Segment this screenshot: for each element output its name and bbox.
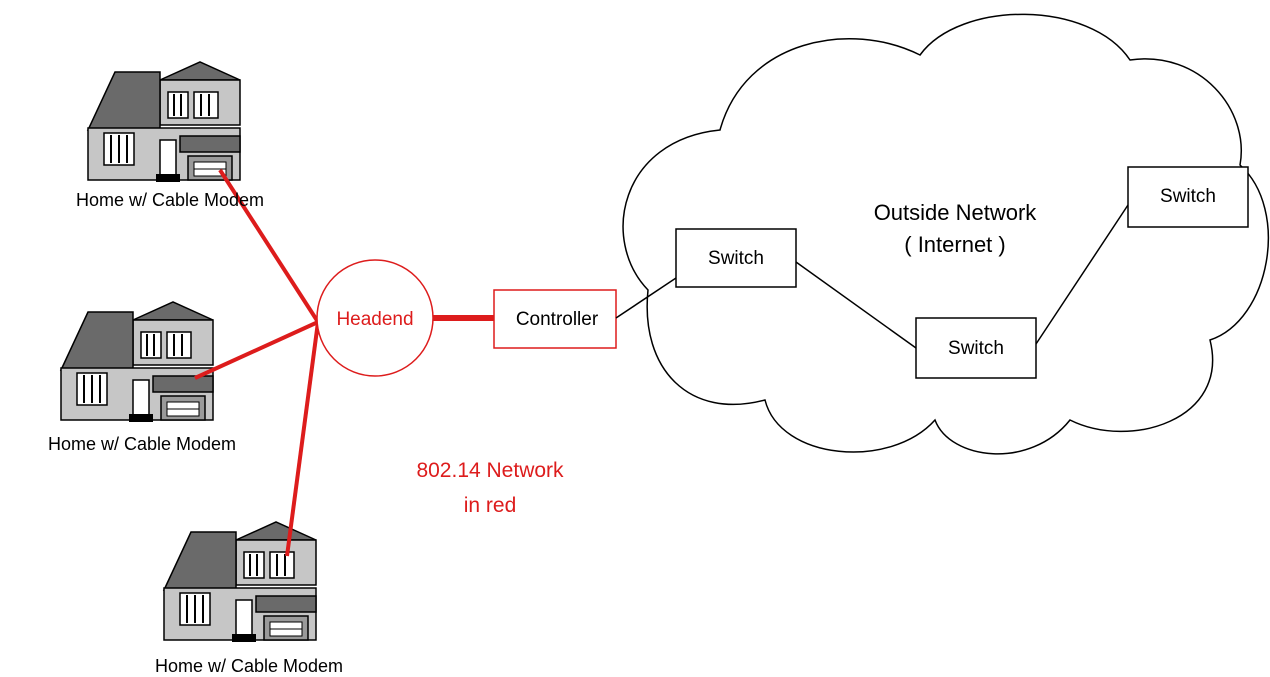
home-3 — [163, 521, 317, 643]
switch-box-2 — [915, 317, 1037, 379]
red-network-links — [194, 168, 494, 557]
home-label-3: Home w/ Cable Modem — [155, 656, 343, 676]
link-home-2 — [194, 320, 319, 380]
home-2 — [60, 301, 214, 423]
cloud-label-line2: ( Internet ) — [904, 232, 1005, 257]
switch-label-2: Switch — [948, 338, 1004, 359]
switch-box-3 — [1127, 166, 1249, 228]
home-1 — [87, 61, 241, 183]
house-icon — [87, 61, 241, 183]
home-label-2: Home w/ Cable Modem — [48, 434, 236, 454]
link-home-3 — [285, 321, 320, 557]
link-switch1-switch2 — [795, 261, 917, 349]
headend-circle — [316, 259, 434, 377]
controller-box — [493, 289, 617, 349]
network-note-line1: 802.14 Network — [416, 459, 564, 482]
house-icon — [60, 301, 214, 423]
switch-label-3: Switch — [1160, 186, 1216, 207]
cloud-label-line1: Outside Network — [874, 200, 1038, 225]
internet-links — [615, 204, 1129, 349]
headend-label: Headend — [336, 309, 413, 330]
cloud-shape — [622, 13, 1270, 455]
controller-label: Controller — [516, 309, 599, 330]
link-switch2-switch3 — [1035, 204, 1129, 345]
switch-box-1 — [675, 228, 797, 288]
home-label-1: Home w/ Cable Modem — [76, 190, 264, 210]
network-note-line2: in red — [464, 494, 517, 517]
link-home-1 — [218, 168, 320, 324]
house-icon — [163, 521, 317, 643]
link-controller-switch — [615, 277, 677, 319]
switch-label-1: Switch — [708, 248, 764, 269]
